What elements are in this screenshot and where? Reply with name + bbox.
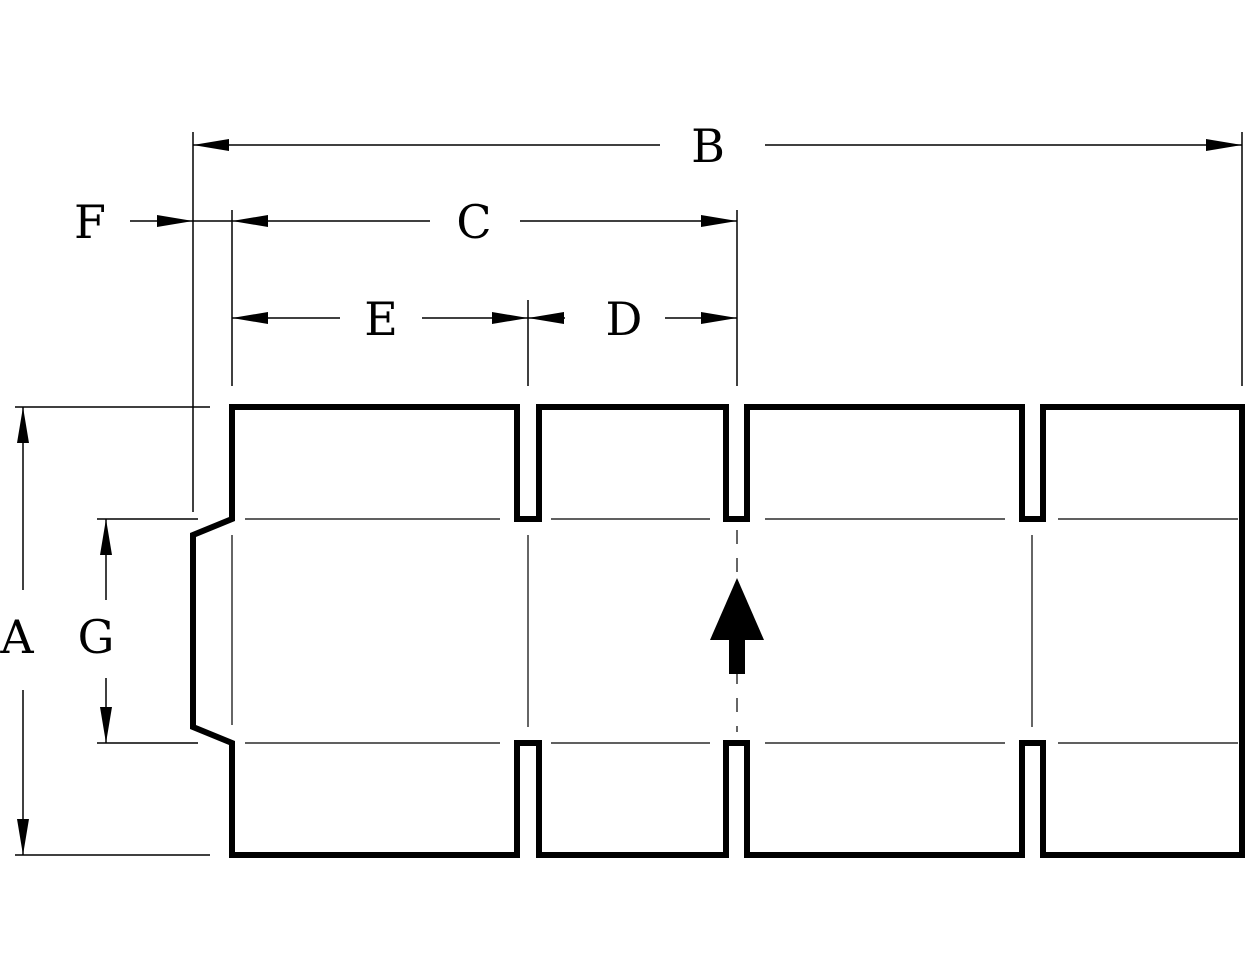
label-b: B [691,119,725,173]
box-outline [190,404,1245,858]
fold-lines [231,518,1238,744]
label-c: C [456,195,491,249]
label-d: D [606,292,643,346]
extension-lines [15,132,1243,856]
label-a: A [0,610,34,664]
label-e: E [364,292,398,346]
label-g: G [78,610,115,664]
label-f: F [74,195,106,249]
dimension-lines [17,139,1242,855]
up-arrow-icon [710,578,764,674]
